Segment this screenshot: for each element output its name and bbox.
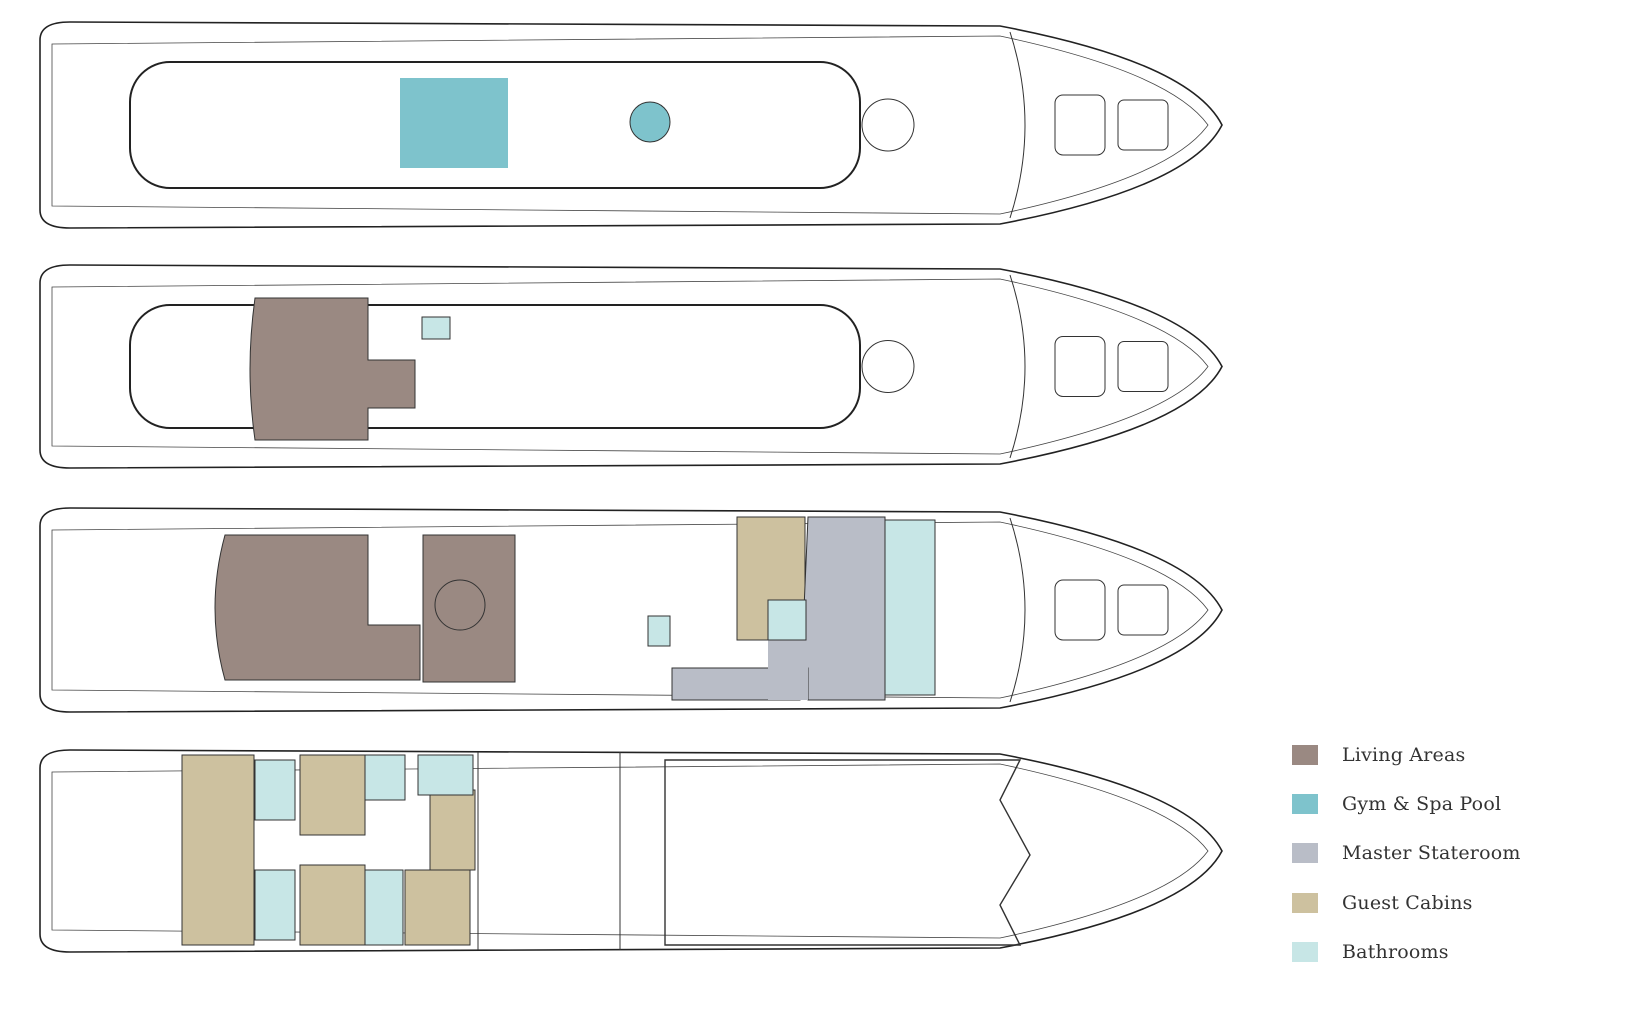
master-stateroom-corridor <box>768 640 808 700</box>
gym-area <box>400 78 508 168</box>
bathroom <box>647 615 671 647</box>
tender-icon <box>1117 99 1169 151</box>
mast-icon <box>861 98 915 152</box>
bathroom <box>254 869 296 941</box>
bathroom <box>364 869 404 946</box>
tender-icon <box>1054 94 1106 156</box>
tender-icon <box>1117 341 1169 392</box>
hull-outline-sun-deck <box>39 21 1223 229</box>
legend-swatch <box>1292 793 1318 814</box>
bathroom <box>417 754 474 796</box>
crew-area-outline <box>664 759 1031 946</box>
guest-cabin <box>299 864 366 946</box>
legend: Living Areas Gym & Spa Pool Master State… <box>1292 730 1521 976</box>
bathroom <box>421 316 451 340</box>
foredeck-line <box>1009 31 1026 219</box>
legend-item-gym-spa: Gym & Spa Pool <box>1292 779 1521 828</box>
legend-item-guest-cabins: Guest Cabins <box>1292 878 1521 927</box>
legend-label: Master Stateroom <box>1342 842 1521 865</box>
hull-outline-main-deck <box>39 507 1223 713</box>
foredeck-line <box>1009 517 1026 703</box>
tender-icon <box>1054 336 1106 397</box>
tender-icon <box>1117 584 1169 636</box>
hull-outline-lower-deck <box>39 749 1223 953</box>
living-area <box>249 297 416 441</box>
legend-swatch <box>1292 941 1318 962</box>
legend-swatch <box>1292 843 1318 864</box>
legend-label: Gym & Spa Pool <box>1342 792 1502 815</box>
legend-item-bathrooms: Bathrooms <box>1292 927 1521 976</box>
legend-label: Guest Cabins <box>1342 891 1473 914</box>
superstructure-outline <box>129 304 861 429</box>
legend-swatch <box>1292 892 1318 913</box>
legend-swatch <box>1292 744 1318 765</box>
bathroom <box>364 754 406 801</box>
hull-inner-line <box>51 35 1209 215</box>
guest-cabin <box>299 754 366 836</box>
guest-cabin <box>404 869 471 946</box>
legend-label: Living Areas <box>1342 743 1466 766</box>
hull-inner-line <box>51 521 1209 699</box>
guest-cabin <box>181 754 255 946</box>
mast-icon <box>861 340 915 393</box>
superstructure-outline <box>129 61 861 189</box>
master-bathroom <box>884 519 936 696</box>
dining-table-icon <box>434 579 486 631</box>
legend-label: Bathrooms <box>1342 940 1449 963</box>
legend-item-master-stateroom: Master Stateroom <box>1292 829 1521 878</box>
tender-icon <box>1054 579 1106 641</box>
legend-item-living-areas: Living Areas <box>1292 730 1521 779</box>
hull-inner-line <box>51 278 1209 455</box>
hull-inner-line <box>51 763 1209 939</box>
bathroom <box>254 759 296 821</box>
foredeck-line <box>1009 274 1026 459</box>
guest-cabin <box>429 789 476 871</box>
dining-area <box>422 534 516 683</box>
spa-pool-icon <box>629 101 671 143</box>
bathroom <box>767 599 807 641</box>
living-area <box>214 534 421 681</box>
hull-outline-bridge-deck <box>39 264 1223 469</box>
